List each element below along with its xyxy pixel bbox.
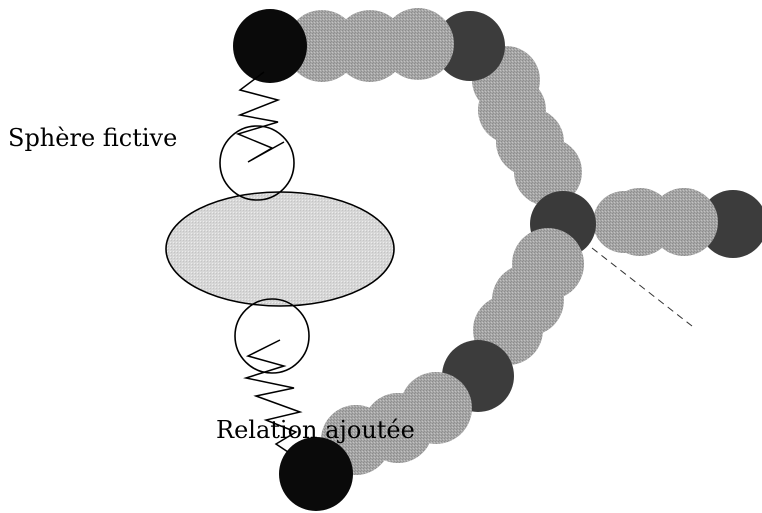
bead — [593, 191, 655, 253]
dashed-axis-line — [591, 247, 693, 327]
bead — [699, 190, 762, 258]
central-ellipse — [165, 191, 395, 307]
spring-bottom — [243, 339, 303, 453]
bead — [435, 11, 505, 81]
upper-chain — [233, 8, 582, 206]
right-branch — [593, 188, 762, 258]
added-relation-label: Relation ajoutée — [216, 416, 415, 444]
end-bead-bottom — [279, 437, 353, 511]
end-bead-top — [233, 9, 307, 83]
fictive-sphere-top — [219, 125, 295, 201]
bead — [286, 10, 358, 82]
fictive-sphere-bottom — [234, 298, 310, 374]
lower-chain — [279, 228, 584, 511]
fictive-sphere-label: Sphère fictive — [8, 124, 177, 152]
spring-top — [235, 71, 285, 163]
